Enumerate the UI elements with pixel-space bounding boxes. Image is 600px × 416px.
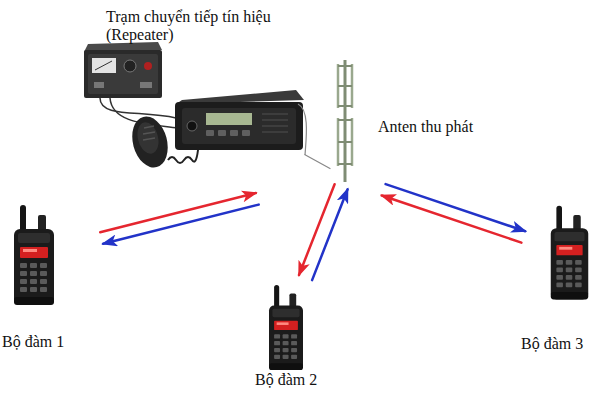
handheld-radio: Bộ đàm 2 bbox=[265, 285, 307, 370]
node-label: Anten thu phát bbox=[378, 118, 473, 136]
handheld-radio bbox=[551, 206, 589, 300]
node-label: Bộ đàm 1 bbox=[2, 333, 64, 351]
antenna: Anten thu phát bbox=[330, 58, 360, 183]
power-cable bbox=[100, 98, 176, 118]
signal-arrow bbox=[103, 205, 259, 244]
handheld-radio: Bộ đàm 3 bbox=[547, 205, 592, 300]
power-supply bbox=[84, 42, 162, 98]
mic-cord bbox=[168, 150, 198, 163]
microphone bbox=[127, 112, 173, 171]
signal-arrow bbox=[312, 189, 348, 280]
handheld-radio: Bộ đàm 1 bbox=[10, 205, 58, 305]
signal-arrow bbox=[382, 196, 522, 243]
repeater-station: Trạm chuyển tiếp tín hiệu (Repeater) bbox=[80, 5, 305, 180]
handheld-radio bbox=[269, 285, 303, 370]
antenna-cable bbox=[298, 104, 306, 155]
antenna bbox=[338, 60, 352, 182]
signal-arrow bbox=[100, 193, 256, 232]
node-label: Bộ đàm 3 bbox=[521, 335, 583, 353]
node-label: Bộ đàm 2 bbox=[255, 371, 317, 389]
signal-arrow bbox=[386, 184, 526, 231]
handheld-radio bbox=[14, 205, 54, 305]
mobile-radio bbox=[175, 90, 304, 150]
node-label: Trạm chuyển tiếp tín hiệu (Repeater) bbox=[106, 8, 278, 44]
signal-arrow bbox=[299, 184, 335, 275]
cable-line bbox=[305, 155, 330, 169]
